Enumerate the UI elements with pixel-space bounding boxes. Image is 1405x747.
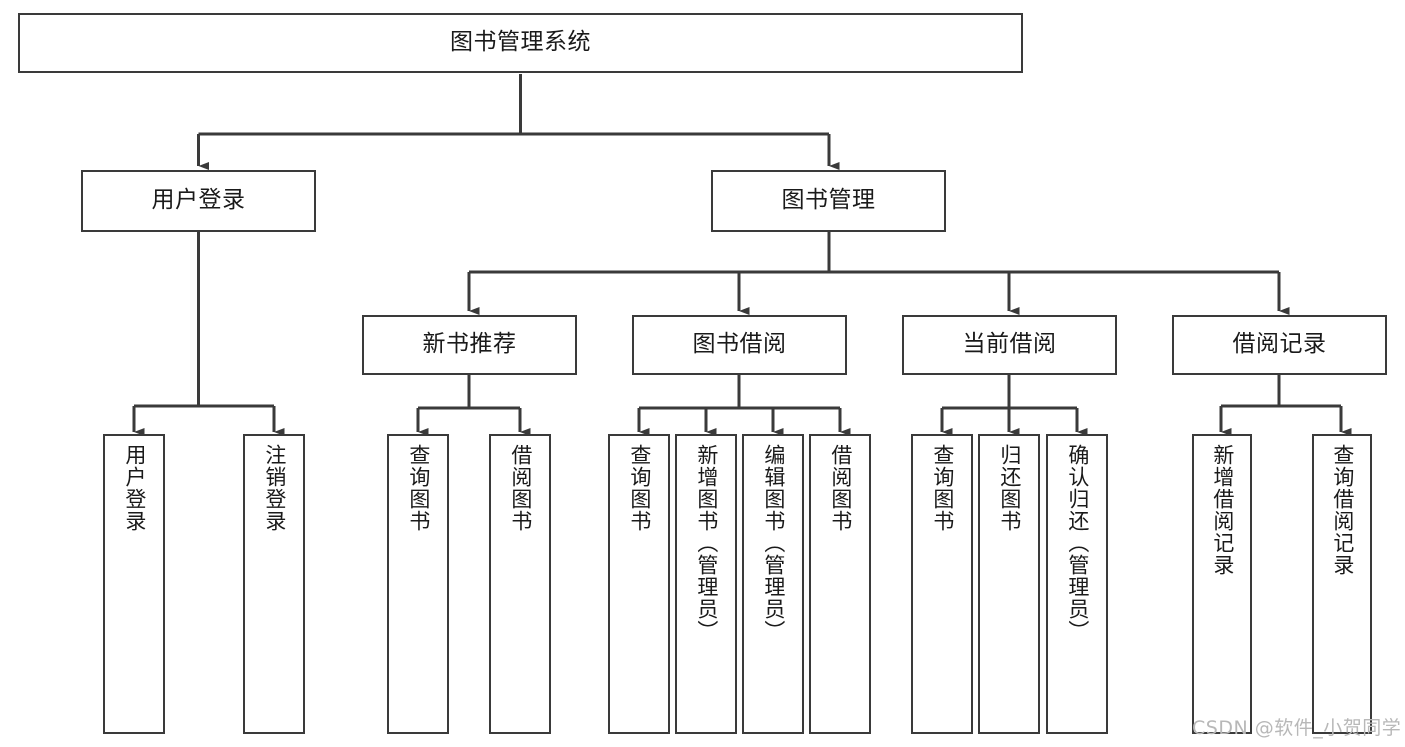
node-user-login[interactable]: 用户登录 (81, 170, 316, 232)
node-label: 用户登录 (122, 444, 147, 532)
leaf-current-borrow-return-book[interactable]: 归还图书 (978, 434, 1040, 734)
node-label: 借阅图书 (828, 444, 853, 532)
leaf-borrow-record-query-record[interactable]: 查询借阅记录 (1312, 434, 1372, 734)
node-root-book-management-system[interactable]: 图书管理系统 (18, 13, 1023, 73)
node-label: 新书推荐 (422, 331, 517, 358)
node-borrow-record[interactable]: 借阅记录 (1172, 315, 1387, 375)
leaf-current-borrow-query-book[interactable]: 查询图书 (911, 434, 973, 734)
node-label: 图书管理系统 (450, 29, 591, 56)
leaf-new-book-borrow-book[interactable]: 借阅图书 (489, 434, 551, 734)
leaf-user-login-login[interactable]: 用户登录 (103, 434, 165, 734)
node-book-management[interactable]: 图书管理 (711, 170, 946, 232)
watermark: CSDN @软件_小贺同学 (1192, 717, 1402, 739)
node-label: 查询图书 (930, 444, 955, 532)
node-label: 注销登录 (262, 444, 287, 532)
node-label: 归还图书 (997, 444, 1022, 532)
node-new-book-recommend[interactable]: 新书推荐 (362, 315, 577, 375)
leaf-borrow-record-add-record[interactable]: 新增借阅记录 (1192, 434, 1252, 734)
node-label: 确认归还（管理员） (1065, 444, 1090, 642)
leaf-book-borrow-query-book[interactable]: 查询图书 (608, 434, 670, 734)
node-label: 当前借阅 (962, 331, 1057, 358)
node-label: 查询图书 (627, 444, 652, 532)
node-label: 新增借阅记录 (1210, 444, 1235, 576)
node-label: 图书管理 (781, 187, 876, 214)
leaf-new-book-query-book[interactable]: 查询图书 (387, 434, 449, 734)
node-current-borrow[interactable]: 当前借阅 (902, 315, 1117, 375)
leaf-book-borrow-borrow-book[interactable]: 借阅图书 (809, 434, 871, 734)
node-label: 借阅图书 (508, 444, 533, 532)
node-label: 图书借阅 (692, 331, 787, 358)
leaf-book-borrow-add-book-admin[interactable]: 新增图书（管理员） (675, 434, 737, 734)
node-label: 查询图书 (406, 444, 431, 532)
node-label: 借阅记录 (1232, 331, 1327, 358)
node-book-borrow[interactable]: 图书借阅 (632, 315, 847, 375)
leaf-current-borrow-confirm-return-admin[interactable]: 确认归还（管理员） (1046, 434, 1108, 734)
leaf-book-borrow-edit-book-admin[interactable]: 编辑图书（管理员） (742, 434, 804, 734)
node-label: 查询借阅记录 (1330, 444, 1355, 576)
node-label: 用户登录 (151, 187, 246, 214)
node-label: 编辑图书（管理员） (761, 444, 786, 642)
leaf-user-login-logout[interactable]: 注销登录 (243, 434, 305, 734)
node-label: 新增图书（管理员） (694, 444, 719, 642)
